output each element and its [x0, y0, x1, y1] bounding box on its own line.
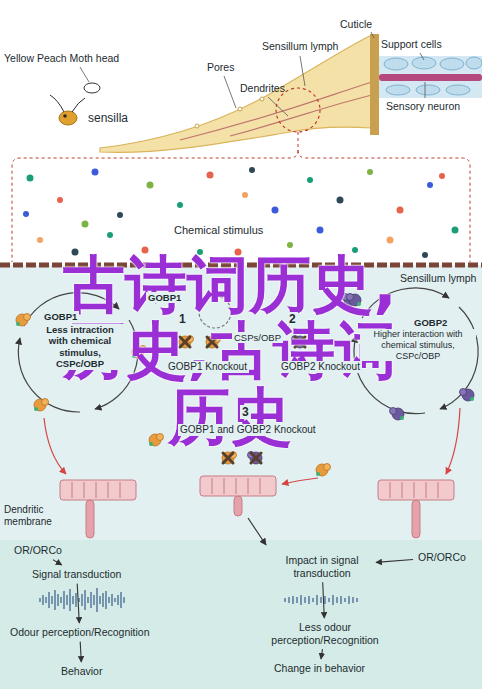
condition-label: GOBP2 Knockout — [279, 361, 362, 373]
step-text: Behavior — [61, 665, 102, 678]
step-text: Odour perception/Recognition — [10, 626, 150, 639]
condition-label: GOBP1 and GOBP2 Knockout — [178, 424, 318, 436]
flow-step: Less odour perception/Recognition — [258, 620, 392, 647]
protein-name: GOBP1 — [42, 311, 79, 322]
step-text: Impact in signal transduction — [273, 554, 371, 579]
protein-name: GOBP2 — [412, 317, 449, 328]
part-label: Dendritic membrane — [4, 504, 64, 528]
condition-label: GOBP1 Knockout — [166, 361, 249, 373]
flow-step: Change in behavior — [271, 661, 368, 676]
callout-number: 3 — [240, 405, 251, 419]
part-label: Sensory neuron — [386, 100, 460, 113]
flow-arrow — [77, 584, 79, 623]
callout-number: 2 — [287, 312, 298, 326]
flow-arrow — [321, 649, 323, 659]
flow-arrow — [323, 582, 325, 618]
flow-step: Behavior — [58, 664, 105, 679]
step-text: Less odour perception/Recognition — [261, 621, 389, 646]
note-text: Higher interaction with chemical stimulu… — [360, 329, 476, 361]
flow-step: OR/ORCo — [11, 543, 65, 558]
sensillum — [12, 34, 482, 262]
part-label: Sensillum lymph — [398, 272, 478, 285]
step-text: OR/ORCo — [418, 551, 466, 564]
part-label: Support cells — [381, 38, 442, 51]
note-text: Less intraction with chemical stimulus, … — [34, 324, 126, 370]
flow-step: Signal transduction — [29, 567, 124, 582]
signal-waves — [40, 588, 357, 612]
flow-arrow — [80, 642, 81, 662]
flow-step: Impact in signal transduction — [270, 553, 374, 580]
chemical-dots — [23, 167, 459, 258]
step-text: Signal transduction — [32, 568, 121, 581]
flow-step: Odour perception/Recognition — [7, 625, 153, 640]
flow-step: OR/ORCo — [415, 550, 469, 565]
part-label: Sensillum lymph — [262, 40, 338, 53]
stimulus-arrows — [44, 408, 460, 545]
part-label: Dendrites — [240, 82, 285, 95]
part-label: Chemical stimulus — [174, 224, 263, 237]
part-label: sensilla — [88, 111, 128, 125]
flow-arrow — [376, 560, 413, 563]
protein-name: CSPs/OBP — [232, 332, 283, 343]
step-text: Change in behavior — [274, 662, 365, 675]
callout-number: 1 — [177, 312, 188, 326]
part-label: Pores — [207, 61, 234, 74]
part-label: Yellow Peach Moth head — [4, 52, 119, 65]
receptors — [60, 476, 454, 538]
step-text: OR/ORCo — [14, 544, 62, 557]
flow-arrow — [53, 560, 62, 565]
part-label: Cuticle — [340, 18, 372, 31]
protein-name: GOBP1 — [146, 292, 183, 303]
